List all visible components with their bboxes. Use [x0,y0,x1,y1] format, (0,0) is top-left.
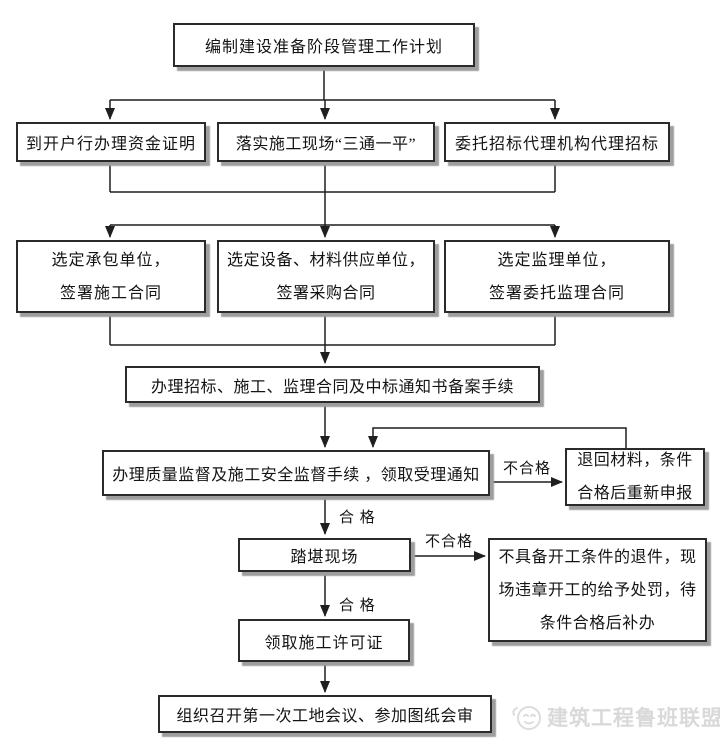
node-fund-certificate: 到开户行办理资金证明 [16,122,206,162]
watermark: 建筑工程鲁班联盟 [510,701,720,733]
node-site-survey: 踏堪现场 [238,538,411,572]
node-supervisor: 选定监理单位， 签署委托监理合同 [444,240,670,313]
node-return-material-label: 退回材料，条件 合格后重新申报 [577,452,693,502]
node-supplier-label: 选定设备、材料供应单位， 签署采购合同 [226,251,425,302]
node-plan-label: 编制建设准备阶段管理工作计划 [204,39,443,56]
node-site-preparation-label: 落实施工现场“三通一平” [235,136,417,153]
node-contract-filing-label: 办理招标、施工、监理合同及中标通知书备案手续 [150,378,514,396]
node-quality-supervision-label: 办理质量监督及施工安全监督手续 ，领取受理通知 [112,467,480,484]
node-plan: 编制建设准备阶段管理工作计划 [173,23,475,67]
node-return-material: 退回材料，条件 合格后重新申报 [565,448,705,506]
node-quality-supervision: 办理质量监督及施工安全监督手续 ，领取受理通知 [102,450,490,496]
node-supervisor-label: 选定监理单位， 签署委托监理合同 [488,251,625,302]
node-fund-certificate-label: 到开户行办理资金证明 [25,136,196,153]
node-contract-filing: 办理招标、施工、监理合同及中标通知书备案手续 [125,366,540,403]
edge-label-fail-bottom: 不合格 [425,534,474,550]
node-reject-penalty: 不具备开工条件的退件，现 场违章开工的给予处罚，待 条件合格后补办 [488,538,707,642]
node-reject-penalty-label: 不具备开工条件的退件，现 场违章开工的给予处罚，待 条件合格后补办 [498,548,697,632]
edge-feedback-return [368,427,627,448]
edge-label-pass-bottom: 合 格 [339,598,376,614]
node-bidding-agency: 委托招标代理机构代理招标 [444,122,670,162]
luban-alliance-logo-icon [512,706,541,730]
node-contractor: 选定承包单位， 签署施工合同 [16,240,206,313]
node-construction-permit-label: 领取施工许可证 [264,634,384,652]
node-first-site-meeting-label: 组织召开第一次工地会议、参加图纸会审 [176,708,474,725]
node-construction-permit: 领取施工许可证 [238,619,410,662]
edge-merge-row3 [109,313,556,346]
edge-label-fail-top: 不合格 [503,461,552,477]
node-site-survey-label: 踏堪现场 [290,549,359,566]
node-contractor-label: 选定承包单位， 签署施工合同 [51,251,171,302]
edge-merge-row2 [109,162,556,193]
node-site-preparation: 落实施工现场“三通一平” [217,122,435,162]
watermark-text: 建筑工程鲁班联盟 [547,706,720,730]
node-first-site-meeting: 组织召开第一次工地会议、参加图纸会审 [158,695,492,733]
node-bidding-agency-label: 委托招标代理机构代理招标 [454,136,659,153]
node-supplier: 选定设备、材料供应单位， 签署采购合同 [217,240,435,313]
edge-label-pass-top: 合 格 [339,510,376,526]
